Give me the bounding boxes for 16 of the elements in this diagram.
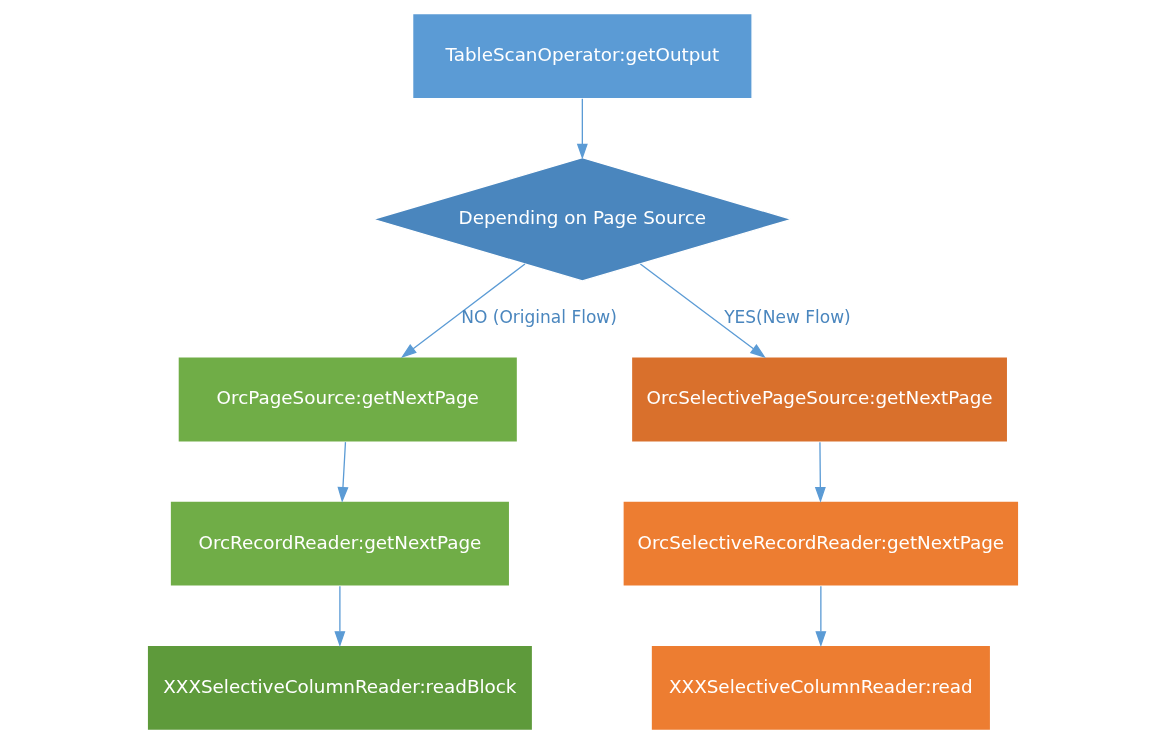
arrow [815, 585, 827, 647]
arrow [334, 585, 346, 647]
arrow [576, 98, 588, 160]
node-box: XXXSelectiveColumnReader:read [650, 644, 992, 732]
node-box: OrcSelectivePageSource:getNextPage [630, 356, 1009, 443]
edge-label: NO (Original Flow) [461, 307, 617, 328]
node-box: OrcSelectiveRecordReader:getNextPage [622, 500, 1020, 587]
arrow [337, 441, 349, 503]
arrow [639, 263, 766, 358]
node-box: OrcPageSource:getNextPage [177, 356, 519, 443]
arrow [400, 263, 526, 358]
node-box: TableScanOperator:getOutput [411, 12, 753, 100]
node-box: OrcRecordReader:getNextPage [169, 500, 511, 587]
node-box: XXXSelectiveColumnReader:readBlock [146, 644, 534, 732]
arrow [814, 441, 826, 503]
edge-label: YES(New Flow) [724, 307, 851, 328]
